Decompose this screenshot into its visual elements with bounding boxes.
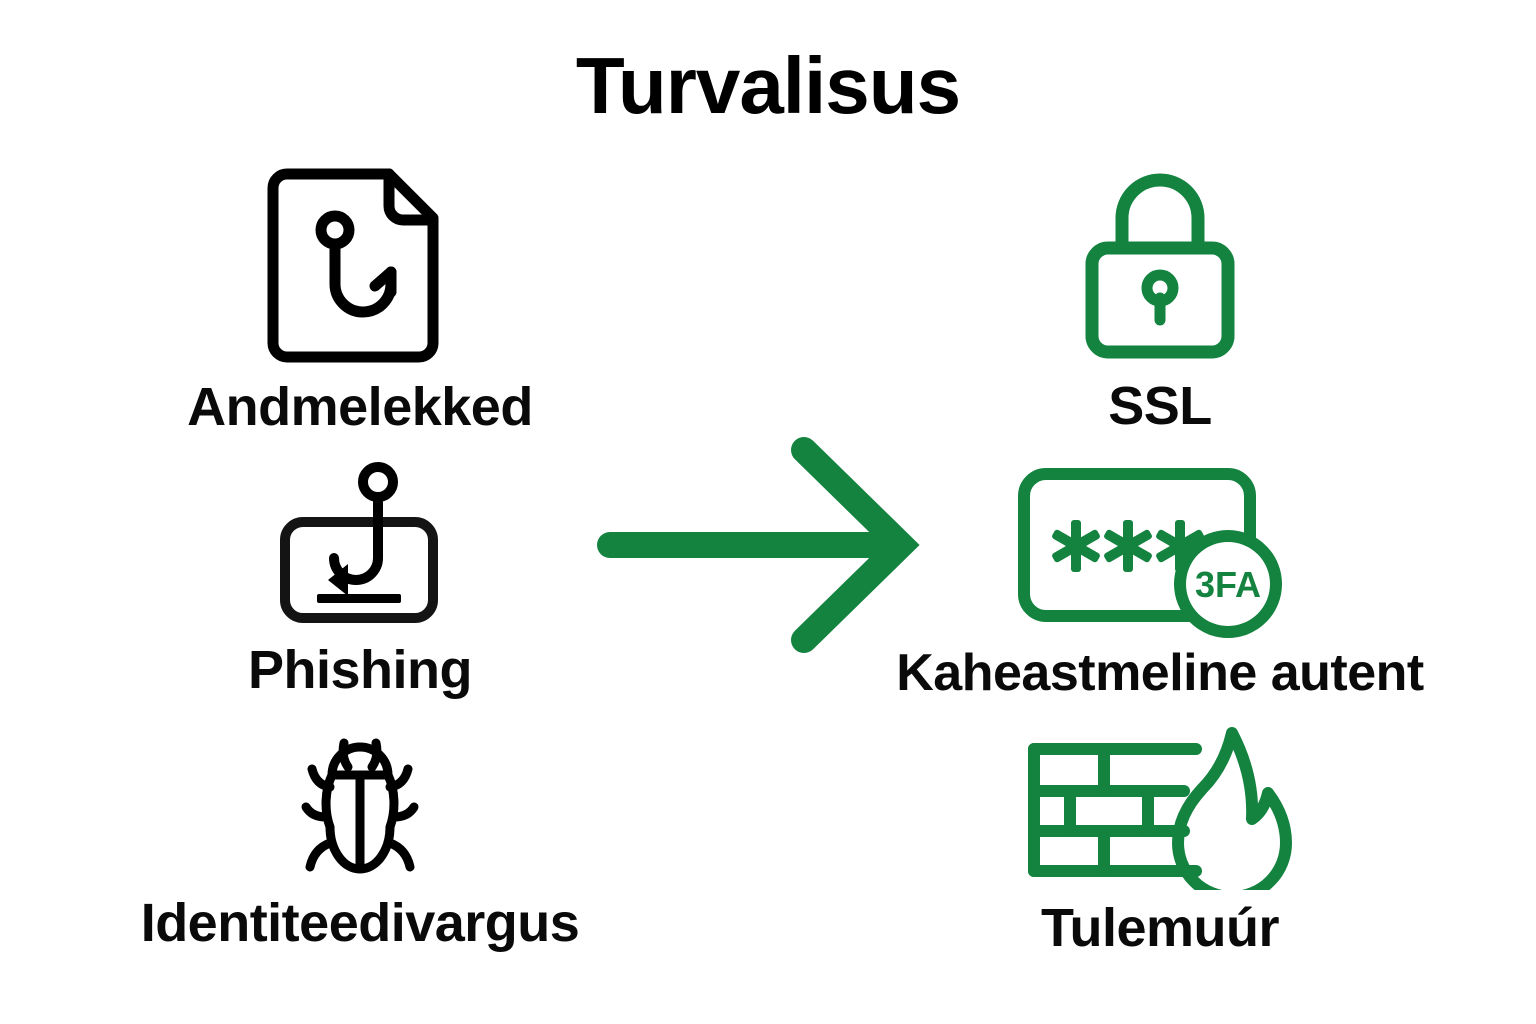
padlock-icon-wrap — [880, 160, 1440, 360]
threat-item-identity-theft: Identiteedivargus — [80, 725, 640, 952]
threat-label: Andmelekked — [187, 377, 533, 437]
padlock-icon — [1085, 173, 1234, 359]
card-hook-icon-wrap — [80, 460, 640, 630]
two-factor-card-icon: 3FA — [1018, 468, 1282, 638]
document-hook-icon-wrap — [80, 160, 640, 365]
threat-label: Phishing — [248, 640, 473, 700]
defense-label: SSL — [1108, 376, 1212, 436]
bug-icon — [301, 738, 419, 874]
arrow-right-icon — [597, 437, 920, 653]
threat-item-data-breach: Andmelekked — [80, 160, 640, 436]
document-hook-icon — [267, 168, 439, 363]
two-factor-card-icon-wrap: 3FA — [880, 460, 1440, 640]
arrow-right-wrap — [596, 430, 936, 660]
firewall-flame-icon-wrap — [880, 725, 1440, 890]
defense-item-two-factor: 3FA Kaheastmeline autent — [880, 460, 1440, 701]
firewall-flame-icon — [1027, 727, 1292, 890]
page-title: Turvalisus — [575, 41, 961, 130]
threat-label: Identiteedivargus — [140, 893, 580, 953]
defense-item-firewall: Tulemuúr — [880, 725, 1440, 957]
card-hook-icon — [279, 462, 438, 623]
bug-icon-wrap — [80, 725, 640, 885]
defense-label: Kaheastmeline autent — [896, 644, 1424, 702]
two-factor-badge-text: 3FA — [1195, 564, 1261, 605]
defense-item-ssl: SSL — [880, 160, 1440, 435]
defense-label: Tulemuúr — [1041, 898, 1280, 958]
threat-item-phishing: Phishing — [80, 460, 640, 699]
